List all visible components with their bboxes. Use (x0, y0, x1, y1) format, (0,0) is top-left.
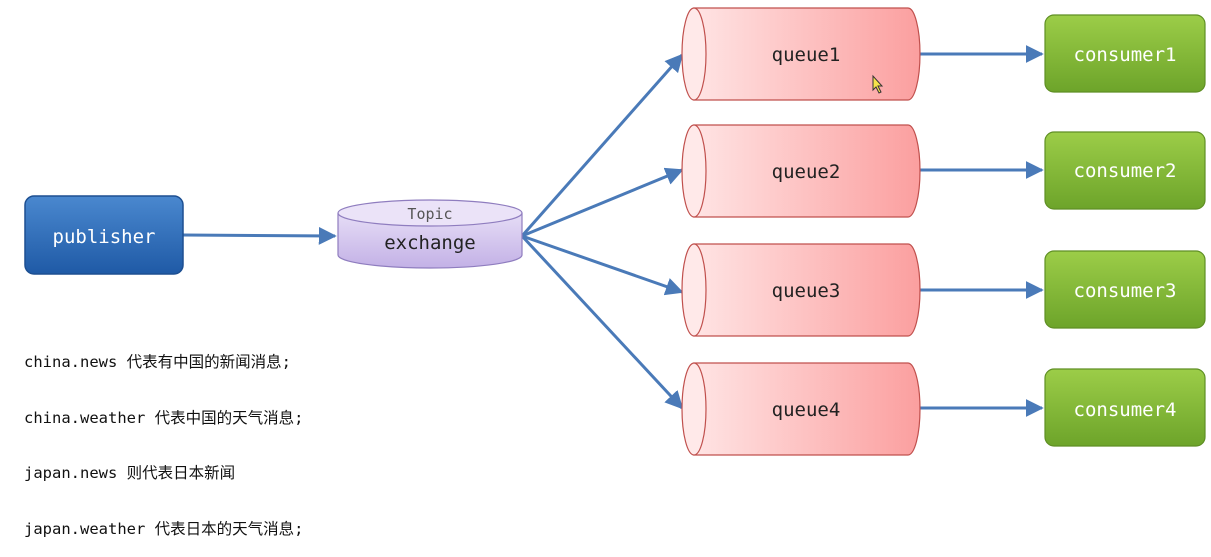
exchange-node: Topic exchange (337, 199, 523, 269)
consumer4-node: consumer4 (1044, 368, 1206, 447)
note-line: japan.news 则代表日本新闻 (24, 464, 236, 482)
topic-exchange-diagram: publisher Topic exchange queue1 queue2 q… (24, 7, 1206, 456)
consumer1-label: consumer1 (1074, 44, 1177, 66)
arrows (182, 45, 1044, 417)
queue3-node: queue3 (681, 243, 921, 337)
arrow-publisher-to-exchange (182, 226, 337, 245)
queue2-node: queue2 (681, 124, 921, 218)
note-line: japan.weather 代表日本的天气消息; (24, 519, 304, 538)
arrow-exchange-to-queue2 (521, 167, 684, 238)
queue4-node: queue4 (681, 362, 921, 456)
consumer3-node: consumer3 (1044, 250, 1206, 329)
consumer1-node: consumer1 (1044, 14, 1206, 93)
queue1-label: queue1 (772, 44, 841, 66)
note-line: china.news 代表有中国的新闻消息; (24, 353, 291, 371)
mouse-cursor-icon (872, 74, 884, 94)
consumer3-label: consumer3 (1074, 280, 1177, 302)
queue1-node: queue1 (681, 7, 921, 101)
queue4-label: queue4 (772, 399, 841, 421)
publisher-label: publisher (53, 226, 156, 248)
exchange-label: exchange (384, 232, 476, 254)
queue2-label: queue2 (772, 161, 841, 183)
queue3-label: queue3 (772, 280, 841, 302)
note-line: china.weather 代表中国的天气消息; (24, 408, 304, 427)
arrow-exchange-to-queue3 (521, 234, 684, 296)
consumer4-label: consumer4 (1074, 399, 1177, 421)
publisher-node: publisher (24, 195, 184, 275)
exchange-type-label: Topic (407, 205, 452, 223)
consumer2-node: consumer2 (1044, 131, 1206, 210)
arrow-exchange-to-queue1 (520, 53, 684, 237)
routing-key-notes: china.news 代表有中国的新闻消息; china.weather 代表中… (24, 316, 303, 557)
arrow-exchange-to-queue4 (520, 234, 684, 410)
consumer2-label: consumer2 (1074, 160, 1177, 182)
